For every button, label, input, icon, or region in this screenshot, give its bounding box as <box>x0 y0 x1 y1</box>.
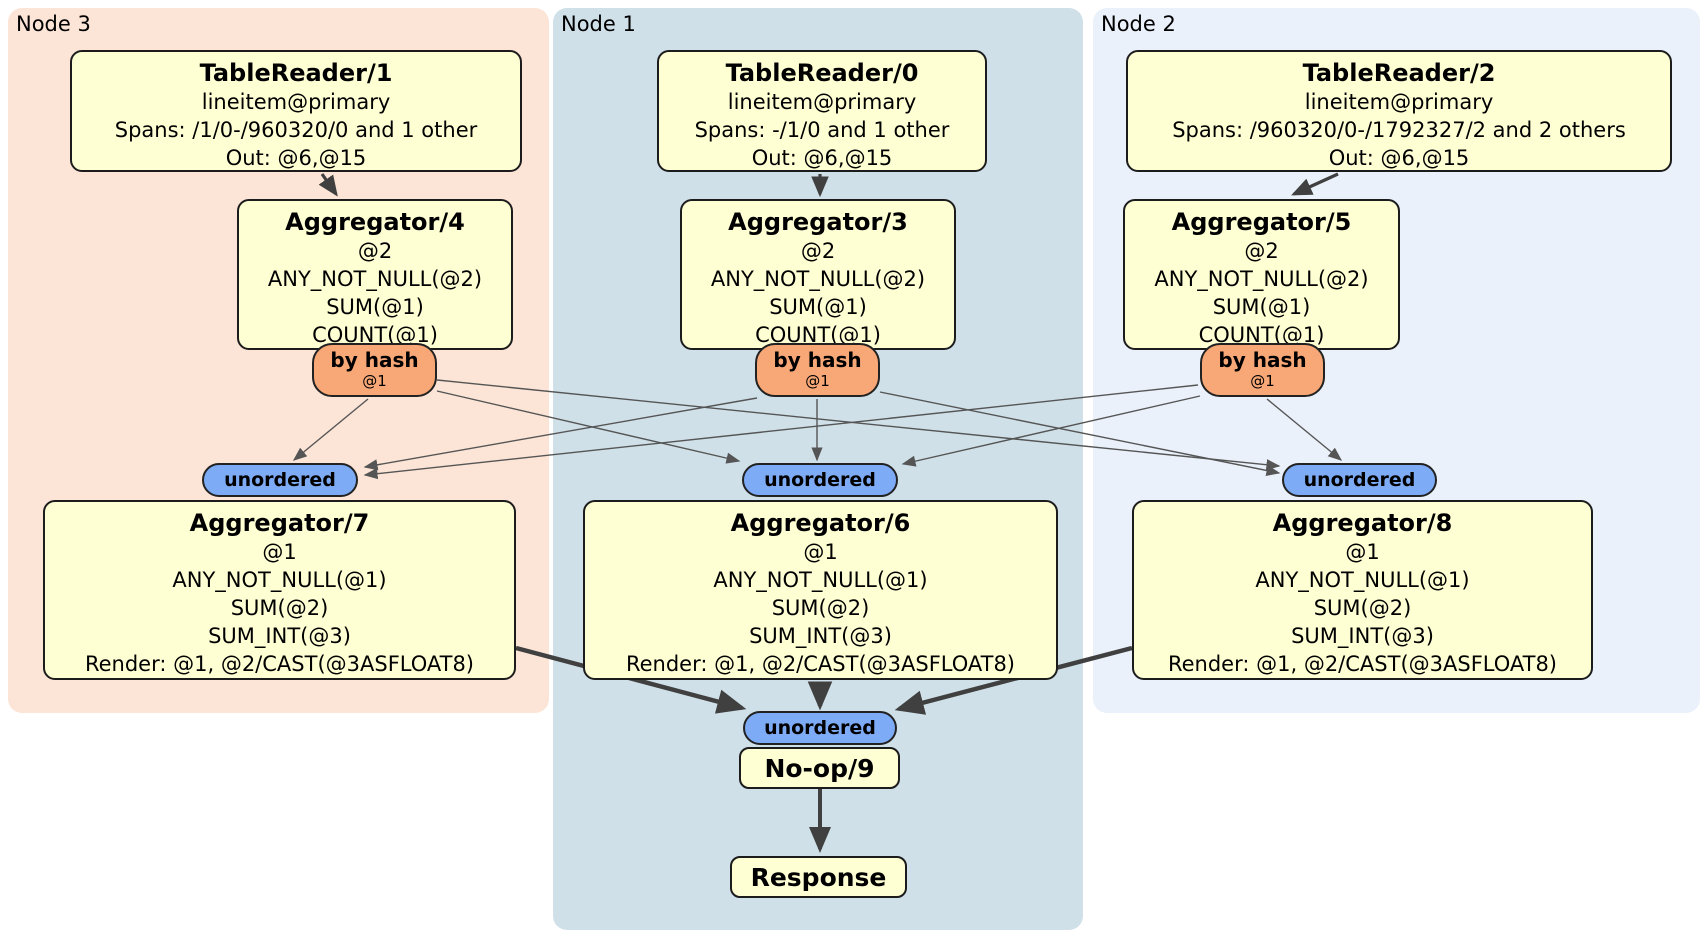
processor-tablereader1: TableReader/1 lineitem@primary Spans: /1… <box>70 50 522 172</box>
router-byhash-5: by hash @1 <box>1200 343 1325 397</box>
processor-aggregator6: Aggregator/6 @1 ANY_NOT_NULL(@1) SUM(@2)… <box>583 500 1058 680</box>
router-byhash-4: by hash @1 <box>312 343 437 397</box>
processor-detail: Spans: /960320/0-/1792327/2 and 2 others <box>1172 118 1626 142</box>
processor-detail: ANY_NOT_NULL(@1) <box>713 568 928 592</box>
edge-router5-sync6 <box>901 395 1201 467</box>
processor-detail: @1 <box>1345 540 1380 564</box>
processor-title: Aggregator/7 <box>189 509 370 537</box>
router-label: by hash <box>330 348 419 372</box>
sync-label: unordered <box>224 469 336 491</box>
processor-detail: ANY_NOT_NULL(@2) <box>267 267 483 291</box>
processor-detail: lineitem@primary <box>201 90 391 114</box>
router-detail: @1 <box>805 372 830 390</box>
processor-detail: Render: @1, @2/CAST(@3ASFLOAT8) <box>625 652 1016 676</box>
processor-detail: Out: @6,@15 <box>751 146 893 170</box>
router-detail: @1 <box>1250 372 1275 390</box>
processor-title: No-op/9 <box>764 753 875 783</box>
sync-unordered-noop: unordered <box>743 711 897 745</box>
edge-router4-sync6 <box>436 390 741 464</box>
processor-aggregator4: Aggregator/4 @2 ANY_NOT_NULL(@2) SUM(@1)… <box>237 199 513 350</box>
processor-title: Aggregator/3 <box>728 208 908 236</box>
processor-aggregator8: Aggregator/8 @1 ANY_NOT_NULL(@1) SUM(@2)… <box>1132 500 1593 680</box>
processor-detail: lineitem@primary <box>727 90 917 114</box>
processor-detail: SUM(@2) <box>771 596 870 620</box>
processor-detail: SUM(@1) <box>326 295 424 319</box>
edge-router5-sync8 <box>1266 398 1343 461</box>
processor-title: Aggregator/8 <box>1272 509 1453 537</box>
edge-router3-sync8 <box>879 391 1281 476</box>
router-byhash-3: by hash @1 <box>755 343 880 397</box>
processor-aggregator5: Aggregator/5 @2 ANY_NOT_NULL(@2) SUM(@1)… <box>1123 199 1400 350</box>
processor-detail: @1 <box>262 540 297 564</box>
processor-title: Aggregator/6 <box>730 509 911 537</box>
sync-unordered-agg8: unordered <box>1282 463 1437 497</box>
processor-detail: Out: @6,@15 <box>1328 146 1470 170</box>
processor-tablereader2: TableReader/2 lineitem@primary Spans: /9… <box>1126 50 1672 172</box>
region-node2-label: Node 2 <box>1101 12 1176 36</box>
processor-title: Response <box>750 862 887 892</box>
processor-detail: @2 <box>1244 239 1279 263</box>
processor-title: Aggregator/4 <box>285 208 465 236</box>
processor-detail: SUM_INT(@3) <box>208 624 351 648</box>
processor-tablereader0: TableReader/0 lineitem@primary Spans: -/… <box>657 50 987 172</box>
processor-detail: Render: @1, @2/CAST(@3ASFLOAT8) <box>84 652 475 676</box>
sync-unordered-agg6: unordered <box>742 463 898 497</box>
processor-title: TableReader/2 <box>1302 59 1496 87</box>
processor-detail: Render: @1, @2/CAST(@3ASFLOAT8) <box>1167 652 1558 676</box>
sync-label: unordered <box>764 717 876 739</box>
edge-tr2-agg5 <box>1291 172 1339 196</box>
processor-detail: ANY_NOT_NULL(@2) <box>1154 267 1369 291</box>
processor-detail: ANY_NOT_NULL(@2) <box>710 267 926 291</box>
edge-router5-sync7 <box>363 384 1199 480</box>
processor-detail: Spans: /1/0-/960320/0 and 1 other <box>114 118 478 142</box>
region-node1-label: Node 1 <box>561 12 636 36</box>
processor-detail: Out: @6,@15 <box>225 146 367 170</box>
processor-detail: SUM_INT(@3) <box>749 624 892 648</box>
processor-detail: @1 <box>803 540 838 564</box>
processor-detail: SUM(@2) <box>1313 596 1412 620</box>
processor-detail: @2 <box>800 239 836 263</box>
region-node3-label: Node 3 <box>16 12 91 36</box>
edge-router4-sync7 <box>292 398 369 461</box>
processor-aggregator7: Aggregator/7 @1 ANY_NOT_NULL(@1) SUM(@2)… <box>43 500 516 680</box>
router-label: by hash <box>773 348 862 372</box>
processor-detail: ANY_NOT_NULL(@1) <box>1255 568 1470 592</box>
processor-response: Response <box>730 856 907 898</box>
processor-detail: SUM(@1) <box>769 295 867 319</box>
edge-router4-sync8 <box>436 379 1281 471</box>
sync-label: unordered <box>764 469 876 491</box>
router-label: by hash <box>1218 348 1307 372</box>
sync-label: unordered <box>1303 469 1416 491</box>
processor-title: Aggregator/5 <box>1171 208 1352 236</box>
processor-detail: ANY_NOT_NULL(@1) <box>172 568 387 592</box>
processor-detail: SUM(@2) <box>230 596 329 620</box>
processor-detail: lineitem@primary <box>1304 90 1494 114</box>
processor-detail: SUM_INT(@3) <box>1291 624 1434 648</box>
edge-router3-sync7 <box>363 397 758 471</box>
processor-title: TableReader/0 <box>725 59 919 87</box>
sync-unordered-agg7: unordered <box>202 463 358 497</box>
processor-detail: SUM(@1) <box>1212 295 1311 319</box>
processor-aggregator3: Aggregator/3 @2 ANY_NOT_NULL(@2) SUM(@1)… <box>680 199 956 350</box>
router-detail: @1 <box>362 372 387 390</box>
edge-tr1-agg4 <box>318 173 338 197</box>
processor-detail: @2 <box>357 239 393 263</box>
processor-detail: Spans: -/1/0 and 1 other <box>694 118 950 142</box>
processor-title: TableReader/1 <box>199 59 393 87</box>
processor-noop9: No-op/9 <box>739 747 900 789</box>
